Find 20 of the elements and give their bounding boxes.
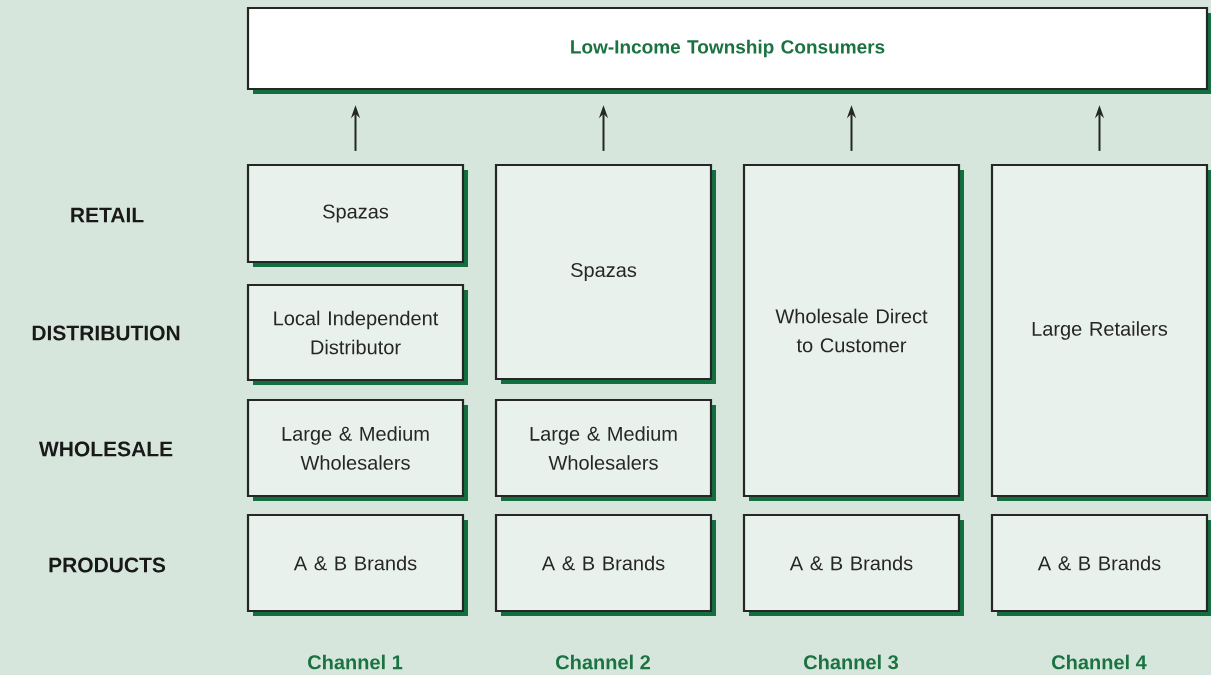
column-label: Channel 2 [556,654,650,670]
process-box: Spazas [246,163,468,267]
process-box: Large & Medium Wholesalers [246,398,468,501]
process-box: A & B Brands [742,513,964,616]
process-box: Local Independent Distributor [246,283,468,385]
title-box: Low-Income Township Consumers [246,6,1211,94]
process-box: A & B Brands [494,513,716,616]
process-box: A & B Brands [990,513,1211,616]
row-label: WHOLESALE [38,441,173,457]
process-box: Wholesale Direct to Customer [742,163,964,501]
row-label: RETAIL [71,207,144,223]
process-box: A & B Brands [246,513,468,616]
column-label: Channel 3 [804,654,899,670]
process-box: Spazas [494,163,716,384]
process-box: Large Retailers [990,163,1211,501]
row-label: DISTRIBUTION [32,325,180,341]
process-box: Large & Medium Wholesalers [494,398,716,501]
column-label: Channel 4 [1052,654,1147,670]
row-label: PRODUCTS [49,557,166,573]
column-label: Channel 1 [308,654,403,670]
